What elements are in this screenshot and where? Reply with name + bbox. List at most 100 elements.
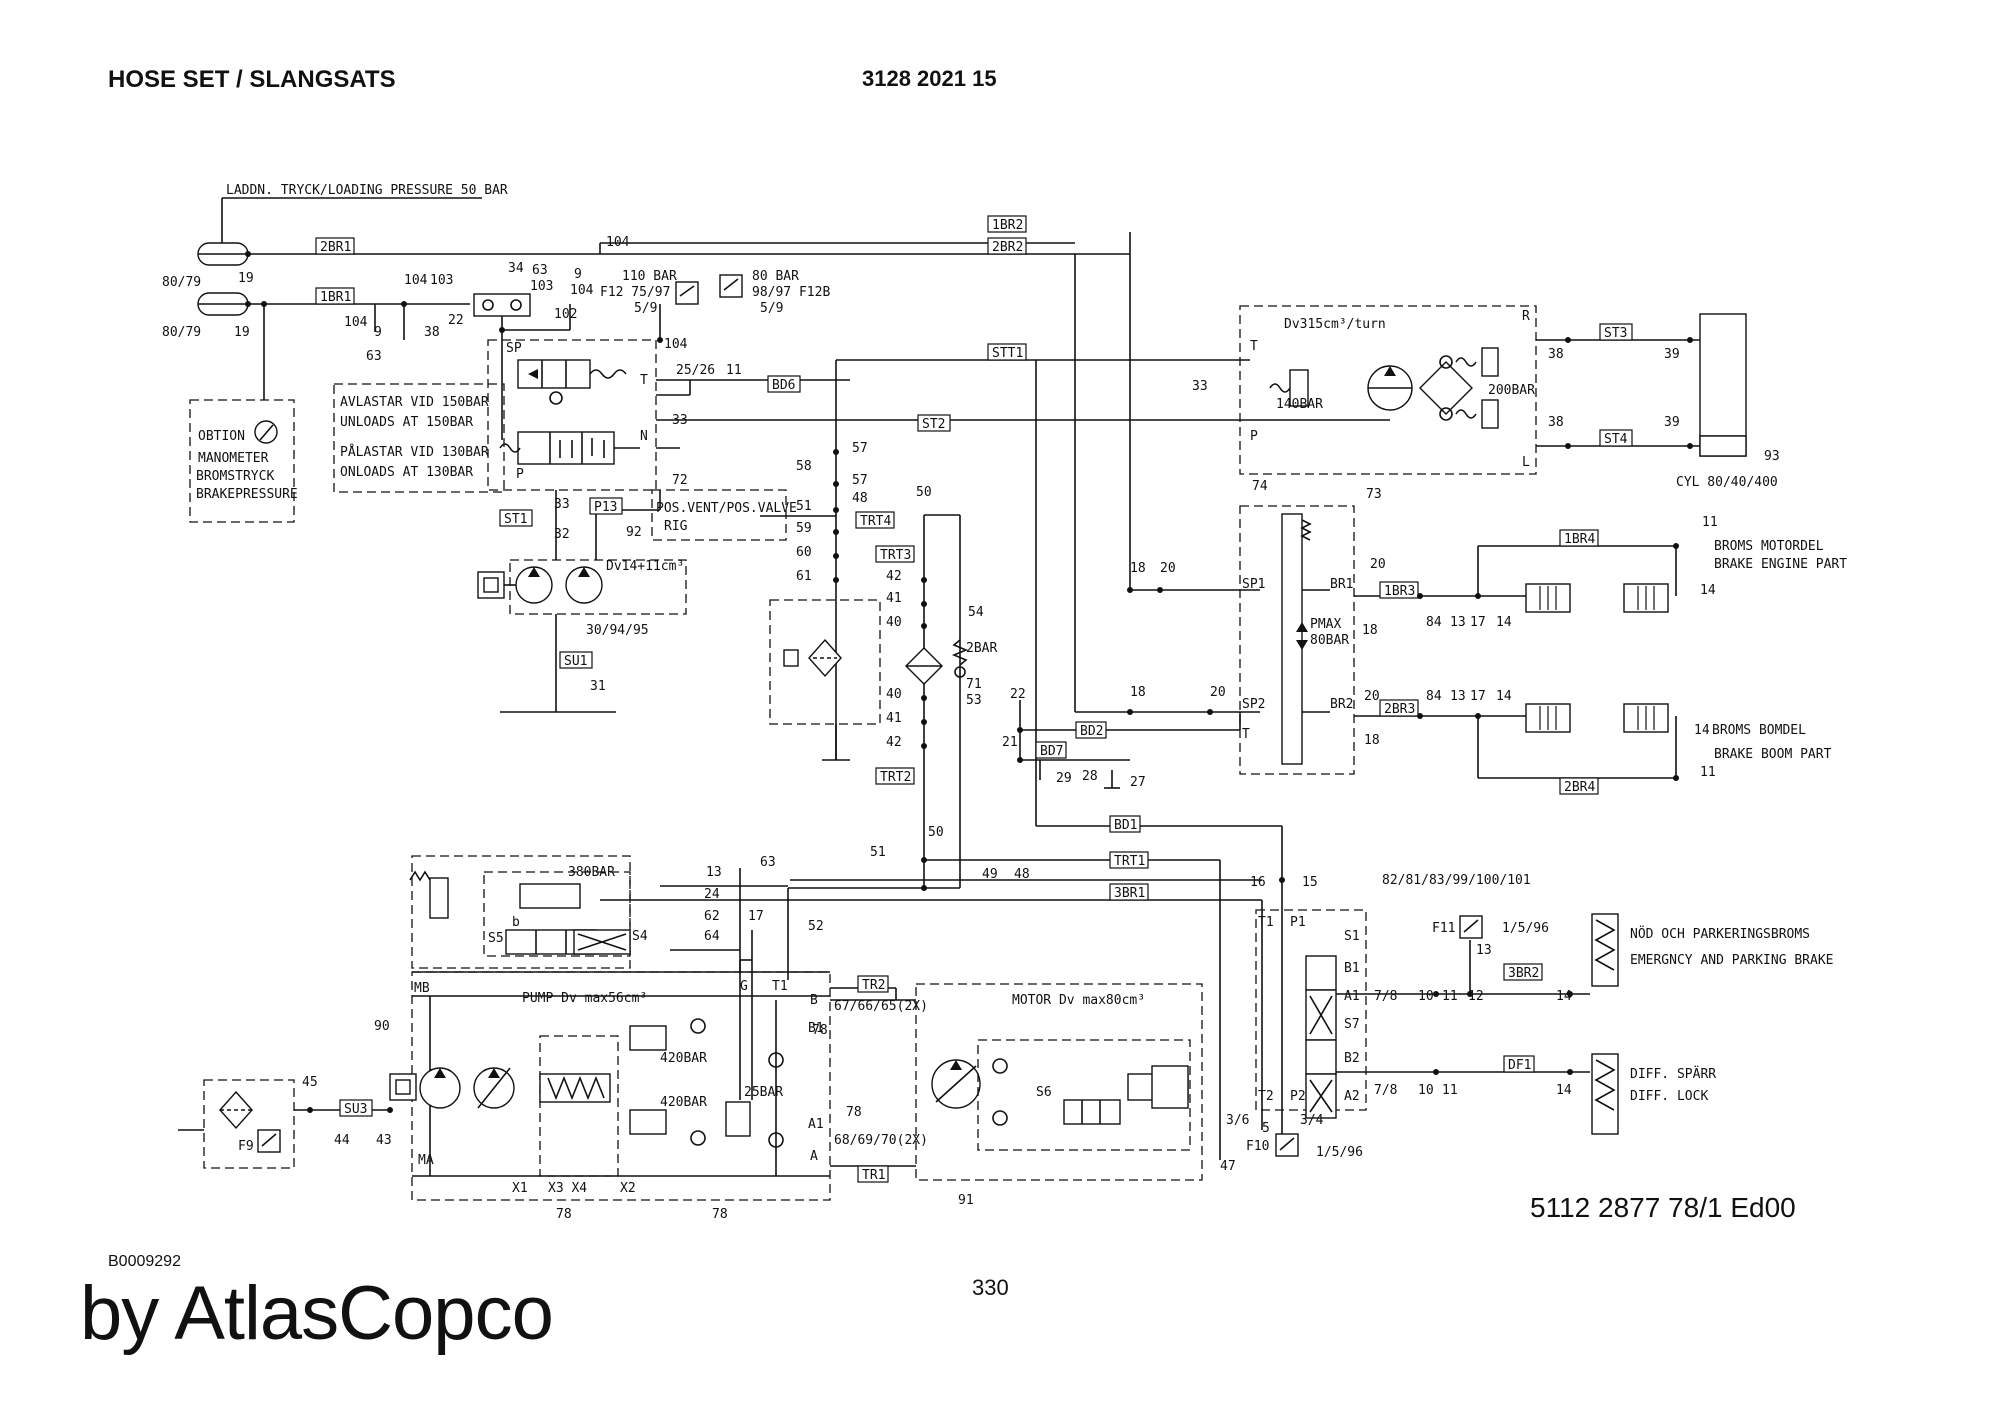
part-number: F12 75/97 [600,285,670,300]
pressure-200: 200BAR [1488,383,1535,398]
part-number: 40 [886,615,902,630]
part-number: 9 [574,267,582,282]
part-number: 18 [1130,561,1146,576]
part-number: 84 [1426,615,1442,630]
part-number: 21 [1002,735,1018,750]
part-number: 34 [508,261,524,276]
hose-tag: TR2 [862,978,885,993]
hose-tag: SU3 [344,1102,367,1117]
image-code: B0009292 [108,1253,181,1270]
part-number: 28 [1082,769,1098,784]
pressure-420b: 420BAR [660,1095,707,1110]
document-number: 3128 2021 15 [862,66,997,91]
part-number: 22 [448,313,464,328]
hose-tag: ST1 [504,512,527,527]
option-label: OBTION [198,429,245,444]
hose-tag: TRT1 [1114,854,1145,869]
pump-disp: Dv14+11cm³ [606,559,684,574]
part-number: 9 [374,325,382,340]
pressure-110: 110 BAR [622,269,677,284]
part-number: 33 [554,497,570,512]
part-number: 5 [1262,1121,1270,1136]
part-number: 80/79 [162,325,201,340]
port-b2: B2 [1344,1051,1360,1066]
part-number: 90 [374,1019,390,1034]
part-number: 98/97 F12B [752,285,830,300]
part-number: 7/8 [1374,1083,1397,1098]
manometer-label: MANOMETER [198,451,269,466]
part-number: 20 [1160,561,1176,576]
port-g: G [740,979,748,994]
port-s4: S4 [632,929,648,944]
part-number: 62 [704,909,720,924]
port-a: A [810,1149,818,1164]
pressure-2: 2BAR [966,641,997,656]
part-number: 73 [1366,487,1382,502]
brand-logo-text: by AtlasCopco [80,1271,554,1356]
hose-tag: P13 [594,500,617,515]
port-br1: BR1 [1330,577,1353,592]
pressure-420a: 420BAR [660,1051,707,1066]
part-number: 67/66/65(2X) [834,999,928,1014]
part-number: 103 [430,273,453,288]
loading-pressure-note: LADDN. TRYCK/LOADING PRESSURE 50 BAR [226,183,508,198]
junction-dots [245,251,1693,1113]
pressure-25: 25BAR [744,1085,783,1100]
part-number: 51 [870,845,886,860]
part-number: 78 [846,1105,862,1120]
part-number: 31 [590,679,606,694]
part-number: 20 [1370,557,1386,572]
hose-tag: DF1 [1508,1058,1531,1073]
port-t1-right: T1 [1258,915,1274,930]
label-f9: F9 [238,1139,254,1154]
part-number: 39 [1664,347,1680,362]
part-number: 14 [1694,723,1710,738]
hose-tag: ST2 [922,417,945,432]
part-number: 14 [1496,689,1512,704]
part-number: 39 [1664,415,1680,430]
hose-tag: BD1 [1114,818,1137,833]
brake-boom-note: BROMS BOMDEL [1712,723,1806,738]
part-number: 42 [886,569,902,584]
part-number: 17 [1470,615,1486,630]
pos-valve-note: POS.VENT/POS.VALVE [656,501,797,516]
port-s5: S5 [488,931,504,946]
pos-valve-note-2: RIG [664,519,688,534]
unloads-note-2: UNLOADS AT 150BAR [340,415,473,430]
part-number: 13 [706,865,722,880]
part-number: 40 [886,687,902,702]
part-number: 27 [1130,775,1146,790]
part-number: 51 [796,499,812,514]
part-number: 5/9 [760,301,783,316]
hose-tag: 1BR1 [320,290,351,305]
parking-note: NÖD OCH PARKERINGSBROMS [1630,925,1810,942]
port-r: R [1522,309,1530,324]
port-t2-right: T2 [1258,1089,1274,1104]
port-b: B [810,993,818,1008]
hose-tag: 1BR4 [1564,532,1595,547]
part-number: 63 [760,855,776,870]
part-number: 103 [530,279,553,294]
part-number: 68/69/70(2X) [834,1133,928,1148]
port-s6: S6 [1036,1085,1052,1100]
part-number: 11 [1442,1083,1458,1098]
part-number: 33 [672,413,688,428]
part-number: F10 [1246,1139,1269,1154]
part-number: 63 [532,263,548,278]
part-number: 53 [966,693,982,708]
part-number: 7/8 [1374,989,1397,1004]
pmax-value: 80BAR [1310,633,1349,648]
hose-tag: ST3 [1604,326,1627,341]
manometer-label-3: BRAKEPRESSURE [196,487,298,502]
diff-note: DIFF. SPÄRR [1630,1066,1716,1082]
part-number: 11 [1700,765,1716,780]
drawing-title: HOSE SET / SLANGSATS [108,66,396,93]
brake-engine-note-2: BRAKE ENGINE PART [1714,557,1847,572]
diff-note-2: DIFF. LOCK [1630,1089,1708,1104]
part-number: 61 [796,569,812,584]
part-number: 38 [1548,347,1564,362]
part-number: 3/4 [1300,1113,1324,1128]
part-number: 14 [1700,583,1716,598]
part-number: 1/5/96 [1502,921,1549,936]
port-t: T [640,373,648,388]
